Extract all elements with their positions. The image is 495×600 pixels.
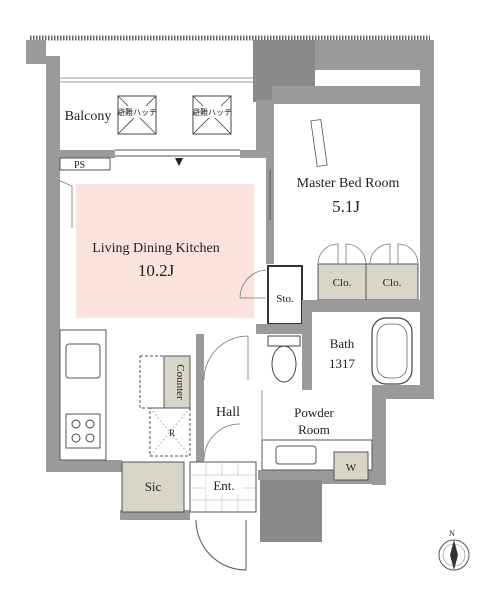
compass-north-label: N bbox=[449, 529, 455, 538]
top-right-slab bbox=[315, 40, 430, 70]
balcony-label: Balcony bbox=[65, 109, 112, 124]
kitchen-counter bbox=[59, 329, 107, 461]
refrigerator-label: R bbox=[169, 428, 175, 438]
ldk-size-label: 10.2J bbox=[138, 261, 175, 280]
master-size-label: 5.1J bbox=[332, 197, 360, 216]
outer-wall-top-master bbox=[272, 86, 422, 104]
outer-wall-right-lower bbox=[372, 395, 386, 485]
hall-door-arc-2 bbox=[203, 423, 241, 461]
ldk-door-arc bbox=[57, 179, 73, 228]
hall-label: Hall bbox=[216, 405, 240, 420]
balcony-left-wall bbox=[46, 56, 60, 156]
powder-label: Powder bbox=[294, 405, 334, 420]
pantry-dashed bbox=[139, 355, 165, 409]
outer-wall-left bbox=[46, 156, 60, 466]
window-marker-icon bbox=[175, 158, 183, 166]
outer-wall-bottom-right bbox=[372, 385, 434, 399]
bath-size-label: 1317 bbox=[329, 356, 356, 371]
storage-label: Sto. bbox=[276, 293, 294, 305]
washer-box bbox=[333, 451, 369, 481]
ldk-area bbox=[76, 184, 254, 318]
closet-1-label: Clo. bbox=[333, 277, 352, 289]
shoe-closet bbox=[121, 461, 185, 513]
fridge-cross-2 bbox=[149, 407, 191, 457]
wall-powder-bottom bbox=[258, 470, 372, 480]
front-door-arc bbox=[195, 519, 247, 571]
evacuation-hatch-icon-2: 避難ハッチ bbox=[192, 95, 232, 135]
entrance-wall-right bbox=[260, 470, 322, 542]
sic-label: Sic bbox=[145, 479, 162, 494]
bathtub-inner bbox=[376, 323, 408, 379]
ps-box bbox=[59, 157, 111, 171]
wall-hall-left bbox=[196, 334, 204, 464]
hatch-sign-2: 避難ハッチ bbox=[192, 107, 232, 117]
balcony-left-pillar bbox=[26, 40, 46, 64]
toilet-tank bbox=[267, 335, 301, 347]
ps-label: PS bbox=[74, 160, 85, 171]
wall-sto-bottom bbox=[256, 324, 306, 334]
compass-icon: N bbox=[438, 529, 470, 571]
wall-bath-top bbox=[302, 300, 420, 312]
ldk-label: Living Dining Kitchen bbox=[92, 241, 220, 256]
counter-label: Counter bbox=[174, 364, 186, 400]
powder-label-2: Room bbox=[298, 422, 330, 437]
outer-wall-bottom bbox=[120, 510, 190, 520]
toilet-icon bbox=[271, 345, 297, 383]
bathtub bbox=[371, 317, 413, 385]
closet-2-label: Clo. bbox=[383, 277, 402, 289]
closet-door-arc-4 bbox=[397, 243, 419, 265]
stove-icon bbox=[65, 413, 101, 449]
storage-box bbox=[267, 265, 303, 325]
fridge-cross-1 bbox=[149, 407, 191, 457]
bath-label: Bath bbox=[330, 336, 355, 351]
outer-wall-bottom-left bbox=[46, 460, 122, 472]
closet-door-arc-2 bbox=[345, 243, 367, 265]
master-window bbox=[310, 119, 328, 167]
hatch-sign-1: 避難ハッチ bbox=[117, 107, 157, 117]
storage-door-arc bbox=[239, 269, 267, 299]
master-label: Master Bed Room bbox=[297, 176, 400, 191]
closet-door-arc-1 bbox=[317, 243, 339, 265]
kitchen-sink bbox=[65, 343, 101, 379]
closet-door-arc-3 bbox=[369, 243, 391, 265]
outer-wall-top-ldk bbox=[60, 150, 115, 158]
ent-label-bg bbox=[206, 476, 242, 494]
outer-wall-right bbox=[420, 40, 434, 390]
closet-2 bbox=[365, 263, 419, 301]
hall-door-arc bbox=[203, 335, 249, 381]
refrigerator-space bbox=[149, 407, 191, 457]
ent-label: Ent. bbox=[213, 478, 234, 493]
washer-label: W bbox=[346, 462, 357, 474]
evacuation-hatch-icon: 避難ハッチ bbox=[117, 95, 157, 135]
outer-wall-top-ldk-right bbox=[240, 150, 272, 158]
wall-bath-left bbox=[302, 300, 312, 390]
washbasin-counter bbox=[261, 439, 373, 471]
washbasin bbox=[275, 445, 317, 465]
